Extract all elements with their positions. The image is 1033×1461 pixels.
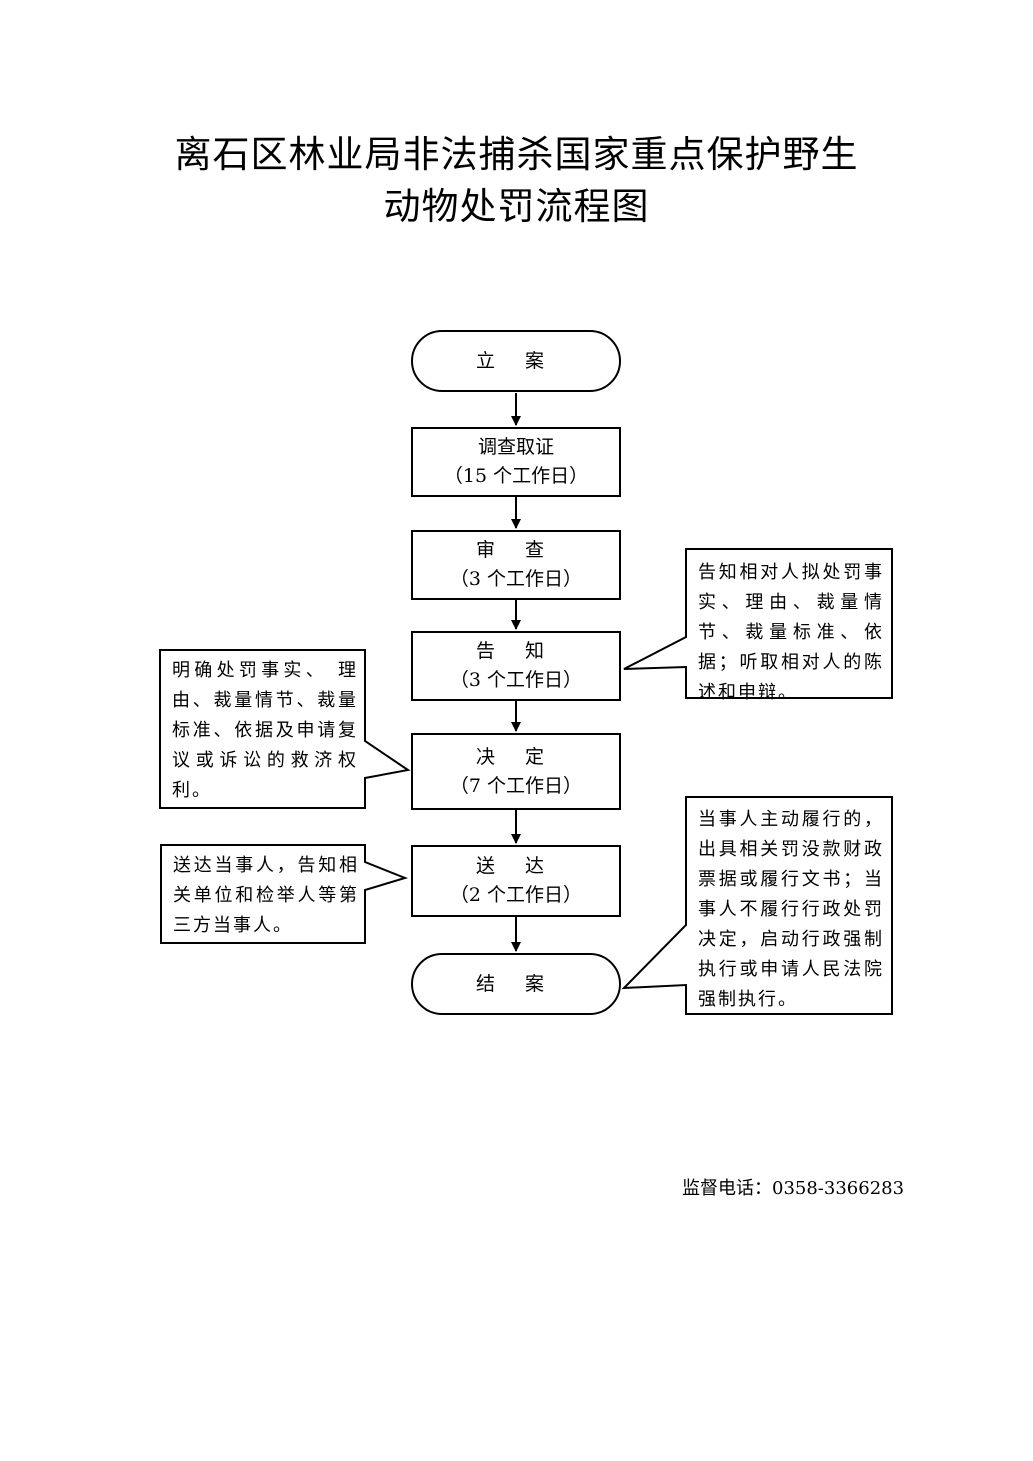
page-title-line1: 离石区林业局非法捕杀国家重点保护野生 — [174, 133, 859, 176]
page-title-line2: 动物处罚流程图 — [383, 185, 650, 228]
step-notify: 告 知 （3 个工作日） — [412, 632, 620, 700]
step-decision-duration: （7 个工作日） — [449, 774, 583, 797]
step-delivery-duration: （2 个工作日） — [449, 884, 583, 906]
callout-decision-text: 明确处罚事实、 理由、裁量情节、裁量标准、依据及申请复议或诉讼的救济权利。 — [172, 660, 358, 801]
callout-notify-shape — [623, 548, 893, 699]
callout-notify-text: 告知相对人拟处罚事实、理由、裁量情节、裁量标准、依据；听取相对人的陈述和申辩。 — [698, 562, 884, 703]
step-delivery: 送 达 （2 个工作日） — [412, 846, 620, 916]
step-shape-review — [411, 530, 621, 600]
step-end: 结 案 — [412, 954, 620, 1014]
callout-delivery-shape — [160, 844, 409, 944]
step-notify-label: 告 知 — [475, 640, 557, 662]
step-shape-decision — [411, 733, 621, 810]
step-start: 立 案 — [412, 331, 620, 391]
step-end-label: 结 案 — [475, 972, 557, 995]
callout-closing-text: 当事人主动履行的，出具相关罚没款财政票据或履行文书；当事人不履行行政处罚决定，启… — [698, 809, 884, 1010]
step-review: 审 查 （3 个工作日） — [412, 531, 620, 599]
callout-delivery-text: 送达当事人，告知相关单位和检举人等第三方当事人。 — [173, 855, 359, 936]
supervision-phone: 监督电话：0358-3366283 — [682, 1178, 905, 1199]
step-review-duration: （3 个工作日） — [449, 568, 583, 590]
step-shape-notify — [411, 631, 621, 701]
step-decision: 决 定 （7 个工作日） — [412, 734, 620, 809]
step-decision-label: 决 定 — [475, 745, 557, 768]
step-review-label: 审 查 — [475, 539, 557, 561]
step-shape-delivery — [411, 845, 621, 917]
step-investigate-label: 调查取证 — [477, 436, 554, 458]
callout-closing-shape — [621, 796, 893, 1015]
step-investigate: 调查取证 （15 个工作日） — [412, 428, 620, 496]
step-shape-start — [411, 330, 621, 392]
callout-decision-shape — [159, 649, 411, 809]
step-start-label: 立 案 — [475, 349, 557, 372]
step-notify-duration: （3 个工作日） — [449, 669, 583, 691]
step-shape-end — [411, 953, 621, 1015]
step-investigate-duration: （15 个工作日） — [443, 465, 589, 487]
step-delivery-label: 送 达 — [475, 855, 557, 877]
step-shape-investigate — [411, 427, 621, 497]
